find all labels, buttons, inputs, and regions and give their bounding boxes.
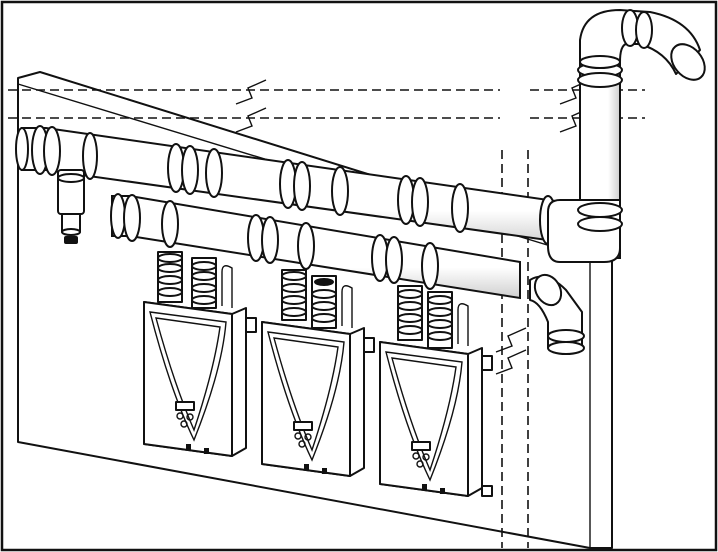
dashed-wall-lines — [501, 150, 529, 548]
break-symbol-1 — [235, 79, 267, 133]
display-screen — [293, 421, 313, 431]
vertical-vent-riser — [547, 57, 623, 263]
roof-elbow — [579, 9, 706, 81]
intake-elbow — [529, 273, 585, 355]
water-heater-2 — [261, 321, 365, 477]
condensate-drain — [57, 169, 85, 244]
mounting-brackets — [245, 317, 493, 497]
display-screen — [175, 401, 195, 411]
lower-manifold-pipe — [110, 193, 521, 300]
heater-connectors — [157, 251, 469, 349]
display-screen — [411, 441, 431, 451]
water-heater-1 — [143, 301, 247, 457]
break-symbol-3 — [495, 327, 527, 375]
water-heater-3 — [379, 341, 483, 497]
upper-manifold-pipe — [15, 125, 591, 248]
